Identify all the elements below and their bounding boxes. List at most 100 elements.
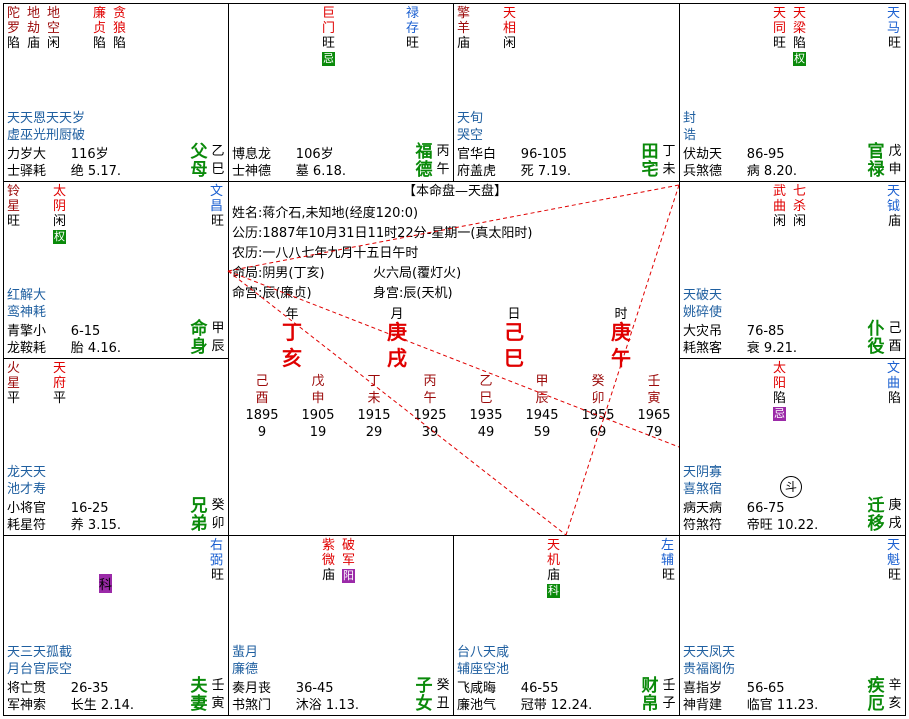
ganzhi: 戊申	[888, 144, 902, 177]
star-name: 陀罗	[7, 6, 21, 36]
star-brightness: 平	[53, 391, 67, 406]
star: 擎羊庙	[457, 6, 471, 51]
star: 火星平	[7, 361, 21, 406]
star-name: 贪狼	[113, 6, 127, 36]
star-name: 天机	[547, 538, 561, 568]
shensha-line-1: 伏劫天 86-95	[683, 147, 785, 162]
star-name: 天钺	[887, 184, 901, 214]
star: 武曲闲	[773, 184, 787, 229]
star-name: 擎羊	[457, 6, 471, 36]
decade-year: 1945	[525, 408, 559, 423]
star: 太阳陷忌	[773, 361, 787, 421]
sihua-badge: 权	[793, 52, 806, 66]
star: 禄存旺	[406, 6, 420, 66]
shensha-line-1: 青擎小 6-15	[7, 324, 101, 339]
star-brightness: 闲	[503, 36, 517, 51]
star: 天魁旺	[887, 538, 901, 583]
ganzhi: 壬子	[662, 678, 676, 711]
star: 天同旺	[773, 6, 787, 66]
star-name: 紫微	[322, 538, 336, 568]
shensha-line-2: 士神德 墓 6.18.	[232, 164, 347, 179]
shensha-line-1: 喜指岁 56-65	[683, 681, 785, 696]
decade-stem: 丙	[423, 374, 437, 389]
minor-stars-1: 台八天咸	[457, 645, 510, 660]
palace-name: 官禄	[867, 142, 885, 180]
pillar-stem: 丁	[282, 320, 302, 344]
minor-stars-2: 辅座空池	[457, 662, 510, 677]
star: 廉贞陷	[93, 6, 107, 51]
star: 天钺庙	[887, 184, 901, 229]
decade-age: 69	[589, 425, 607, 440]
minor-stars-1: 蜚月	[232, 645, 259, 660]
palace-name: 迁移	[867, 496, 885, 534]
sihua-badge: 忌	[322, 52, 335, 66]
star-brightness: 旺	[406, 36, 420, 51]
minor-stars-2: 喜煞宿	[683, 482, 723, 497]
ganzhi: 壬寅	[211, 678, 225, 711]
minor-stars-1: 天旬	[457, 111, 484, 126]
ganzhi: 丁未	[662, 144, 676, 177]
ganzhi: 乙巳	[211, 144, 225, 177]
minor-stars-1: 天破天	[683, 288, 723, 303]
shensha-line-2: 耗星符 养 3.15.	[7, 518, 122, 533]
shensha-line-2: 龙鞍耗 胎 4.16.	[7, 341, 122, 356]
pillar-stem: 庚	[387, 320, 407, 344]
star: 地空闲	[47, 6, 61, 51]
ganzhi: 癸卯	[211, 498, 225, 531]
star-name: 禄存	[406, 6, 420, 36]
star-brightness: 旺	[661, 568, 675, 583]
star: 贪狼陷	[113, 6, 127, 51]
palace-name: 命身	[190, 319, 208, 357]
star-name: 左辅	[661, 538, 675, 568]
shensha-line-1: 小将官 16-25	[7, 501, 109, 516]
star-name: 火星	[7, 361, 21, 391]
palace-name: 兄弟	[190, 496, 208, 534]
shensha-line-2: 书煞门 沐浴 1.13.	[232, 698, 360, 713]
minor-stars-1: 天天凤天	[683, 645, 736, 660]
ju-element-line: 火六局(覆灯火)	[373, 266, 462, 281]
decade-stem: 乙	[479, 374, 493, 389]
star-name: 地空	[47, 6, 61, 36]
star: 破军阳	[342, 538, 356, 583]
decade-stem: 壬	[647, 374, 661, 389]
palace-name: 田宅	[641, 142, 659, 180]
star-brightness: 陷	[7, 36, 21, 51]
pillar-stem: 庚	[611, 320, 631, 344]
ganzhi: 己酉	[888, 321, 902, 354]
decade-year: 1935	[469, 408, 503, 423]
shensha-line-1: 官华白 96-105	[457, 147, 567, 162]
star-name: 天同	[773, 6, 787, 36]
star-name: 太阴	[53, 184, 67, 214]
decade-branch: 午	[423, 391, 437, 406]
ganzhi: 丙午	[436, 144, 450, 177]
palace-name: 仆役	[867, 319, 885, 357]
decade-stem: 戊	[311, 374, 325, 389]
star-name: 天马	[887, 6, 901, 36]
pillar-branch: 戌	[387, 346, 407, 370]
flag-badge: 科	[99, 574, 113, 593]
decade-branch: 酉	[255, 391, 269, 406]
star-name: 廉贞	[93, 6, 107, 36]
star-name: 天梁	[793, 6, 807, 36]
decade-age: 59	[533, 425, 551, 440]
star-brightness: 庙	[887, 214, 901, 229]
shensha-line-2: 军神索 长生 2.14.	[7, 698, 135, 713]
star: 天机庙科	[547, 538, 561, 598]
minor-stars-2: 池才寿	[7, 482, 47, 497]
shensha-line-2: 耗煞客 衰 9.21.	[683, 341, 798, 356]
shensha-line-2: 符煞符 帝旺 10.22.	[683, 518, 819, 533]
decade-stem: 甲	[535, 374, 549, 389]
shensha-line-2: 神背建 临官 11.23.	[683, 698, 819, 713]
ziwei-chart: 陀罗陷地劫庙地空闲廉贞陷贪狼陷天天恩天天岁虚巫光刑厨破力岁大 116岁士驿耗 绝…	[3, 3, 906, 716]
star-brightness: 陷	[773, 391, 787, 406]
ju-line: 命局:阴男(丁亥)	[232, 266, 325, 281]
solar-date-line: 公历:1887年10月31日11时22分-星期一(真太阳时)	[232, 226, 533, 241]
star-brightness: 旺	[322, 36, 336, 51]
